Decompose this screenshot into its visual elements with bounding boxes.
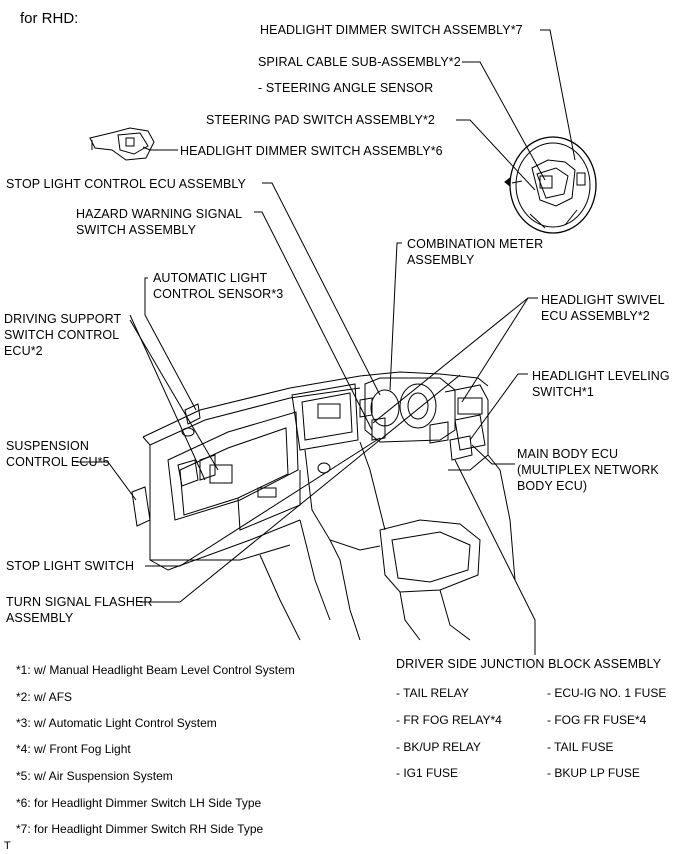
footnote: *2: w/ AFS bbox=[16, 690, 73, 704]
corner-mark: T bbox=[4, 840, 11, 852]
callout-stop-light-control-ecu: STOP LIGHT CONTROL ECU ASSEMBLY bbox=[6, 177, 246, 191]
junction-item: - BKUP LP FUSE bbox=[547, 766, 640, 780]
junction-item: - FR FOG RELAY*4 bbox=[396, 713, 502, 727]
callout-automatic-light-sensor: AUTOMATIC LIGHT CONTROL SENSOR*3 bbox=[153, 271, 284, 301]
callout-hazard-warning-switch: HAZARD WARNING SIGNAL SWITCH ASSEMBLY bbox=[76, 207, 243, 237]
callout-turn-signal-flasher: TURN SIGNAL FLASHER ASSEMBLY bbox=[6, 595, 153, 625]
footnote: *1: w/ Manual Headlight Beam Level Contr… bbox=[16, 663, 295, 677]
callout-suspension-control-ecu: SUSPENSION CONTROL ECU*5 bbox=[6, 439, 110, 469]
junction-item: - ECU-IG NO. 1 FUSE bbox=[547, 686, 667, 700]
dashboard-drawing bbox=[132, 372, 515, 640]
callout-dimmer-switch-rh: HEADLIGHT DIMMER SWITCH ASSEMBLY*7 bbox=[260, 23, 523, 37]
footnote: *3: w/ Automatic Light Control System bbox=[16, 716, 217, 730]
callout-steering-pad-switch: STEERING PAD SWITCH ASSEMBLY*2 bbox=[206, 113, 435, 127]
callout-main-body-ecu: MAIN BODY ECU (MULTIPLEX NETWORK BODY EC… bbox=[517, 447, 659, 493]
callout-driving-support-ecu: DRIVING SUPPORT SWITCH CONTROL ECU*2 bbox=[4, 312, 122, 358]
callout-driver-junction-block: DRIVER SIDE JUNCTION BLOCK ASSEMBLY bbox=[396, 657, 662, 671]
callout-spiral-cable: SPIRAL CABLE SUB-ASSEMBLY*2 bbox=[258, 55, 461, 69]
footnote: *4: w/ Front Fog Light bbox=[16, 742, 131, 756]
leader-lines bbox=[76, 30, 575, 655]
callout-dimmer-switch-lh: HEADLIGHT DIMMER SWITCH ASSEMBLY*6 bbox=[180, 144, 443, 158]
callout-stop-light-switch: STOP LIGHT SWITCH bbox=[6, 559, 135, 573]
junction-item: - TAIL FUSE bbox=[547, 740, 614, 754]
footnote: *6: for Headlight Dimmer Switch LH Side … bbox=[16, 796, 262, 810]
callout-headlight-leveling-switch: HEADLIGHT LEVELING SWITCH*1 bbox=[532, 369, 670, 399]
junction-item: - FOG FR FUSE*4 bbox=[547, 713, 647, 727]
callout-combination-meter: COMBINATION METER ASSEMBLY bbox=[407, 237, 544, 267]
callout-steering-angle-sensor: - STEERING ANGLE SENSOR bbox=[258, 81, 434, 95]
footnote: *5: w/ Air Suspension System bbox=[16, 769, 173, 783]
dimmer-switch-lh-drawing bbox=[90, 128, 154, 160]
diagram-header: for RHD: bbox=[20, 10, 79, 27]
callout-headlight-swivel-ecu: HEADLIGHT SWIVEL ECU ASSEMBLY*2 bbox=[541, 293, 665, 323]
junction-item: - IG1 FUSE bbox=[396, 766, 459, 780]
steering-wheel-drawing bbox=[505, 136, 597, 234]
junction-item: - TAIL RELAY bbox=[396, 686, 469, 700]
footnote: *7: for Headlight Dimmer Switch RH Side … bbox=[16, 822, 264, 836]
junction-item: - BK/UP RELAY bbox=[396, 740, 481, 754]
